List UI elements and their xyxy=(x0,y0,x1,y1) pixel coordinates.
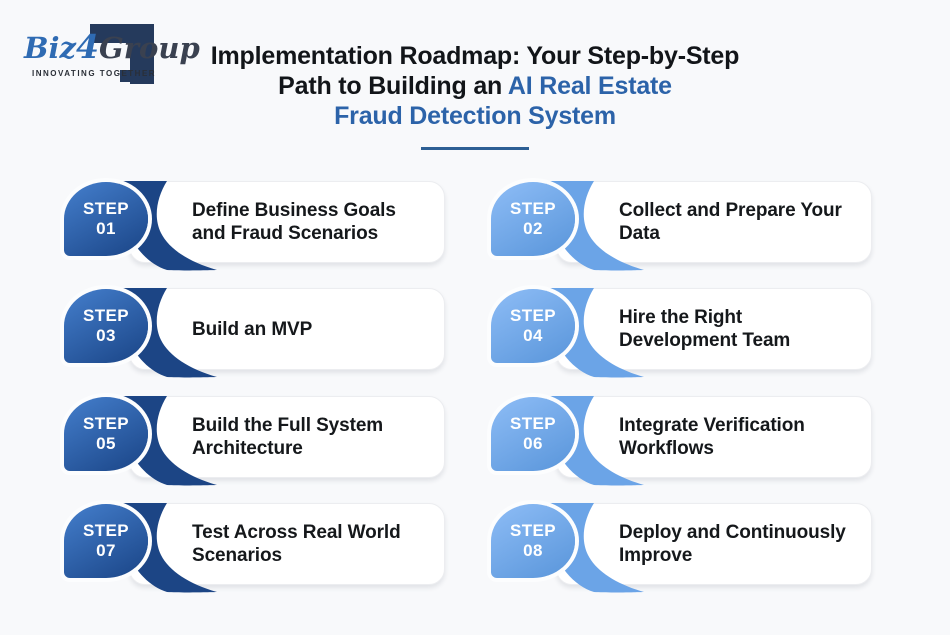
step-label: STEP xyxy=(509,199,556,218)
step-label: STEP xyxy=(82,306,129,325)
step-card-01: Define Business Goals and Fraud Scenario… xyxy=(63,181,445,275)
title-line2: Path to Building an AI Real Estate xyxy=(278,72,672,100)
logo-four: 4 xyxy=(76,27,99,66)
logo-group: Group xyxy=(98,31,200,65)
step-number: 06 xyxy=(523,434,543,453)
step-bar: Hire the Right Development Team xyxy=(556,288,872,370)
logo-bracket-shape xyxy=(120,70,132,82)
step-text: Build an MVP xyxy=(192,318,313,340)
step-bar: Build the Full System Architecture xyxy=(129,396,445,478)
step-bar: Build an MVP xyxy=(129,288,445,370)
logo-bracket-shape xyxy=(130,24,154,84)
step-bar: Collect and Prepare Your Data xyxy=(556,181,872,263)
step-bar: Define Business Goals and Fraud Scenario… xyxy=(129,181,445,263)
step-bar: Deploy and Continuously Improve xyxy=(556,503,872,585)
step-text: Integrate Verification Workflows xyxy=(619,415,805,459)
step-text: Hire the Right Development Team xyxy=(619,307,791,351)
logo-biz: Biz xyxy=(24,31,76,65)
step-label: STEP xyxy=(509,521,556,540)
step-text: Define Business Goals and Fraud Scenario… xyxy=(192,200,396,244)
step-label: STEP xyxy=(509,414,556,433)
step-label: STEP xyxy=(82,199,129,218)
biz4group-logo: Biz4Group INNOVATING TOGETHER xyxy=(24,12,200,92)
step-number: 04 xyxy=(523,326,543,345)
step-number: 08 xyxy=(523,541,543,560)
step-number: 03 xyxy=(96,326,116,345)
step-text: Deploy and Continuously Improve xyxy=(619,522,846,566)
step-bar: Test Across Real World Scenarios xyxy=(129,503,445,585)
title-underline xyxy=(421,147,529,150)
step-number: 07 xyxy=(96,541,116,560)
title-line1: Implementation Roadmap: Your Step-by-Ste… xyxy=(210,42,740,70)
step-label: STEP xyxy=(82,521,129,540)
step-label: STEP xyxy=(509,306,556,325)
step-text: Test Across Real World Scenarios xyxy=(192,522,401,566)
step-text: Collect and Prepare Your Data xyxy=(619,200,842,244)
logo-wordmark: Biz4Group xyxy=(24,30,200,70)
logo-tagline: INNOVATING TOGETHER xyxy=(32,69,157,78)
step-number: 02 xyxy=(523,219,543,238)
step-bar: Integrate Verification Workflows xyxy=(556,396,872,478)
step-number: 05 xyxy=(96,434,116,453)
title-line3: Fraud Detection System xyxy=(334,102,616,130)
step-number: 01 xyxy=(96,219,116,238)
step-label: STEP xyxy=(82,414,129,433)
step-text: Build the Full System Architecture xyxy=(192,415,384,459)
page-title: Implementation Roadmap: Your Step-by-Ste… xyxy=(0,41,950,150)
